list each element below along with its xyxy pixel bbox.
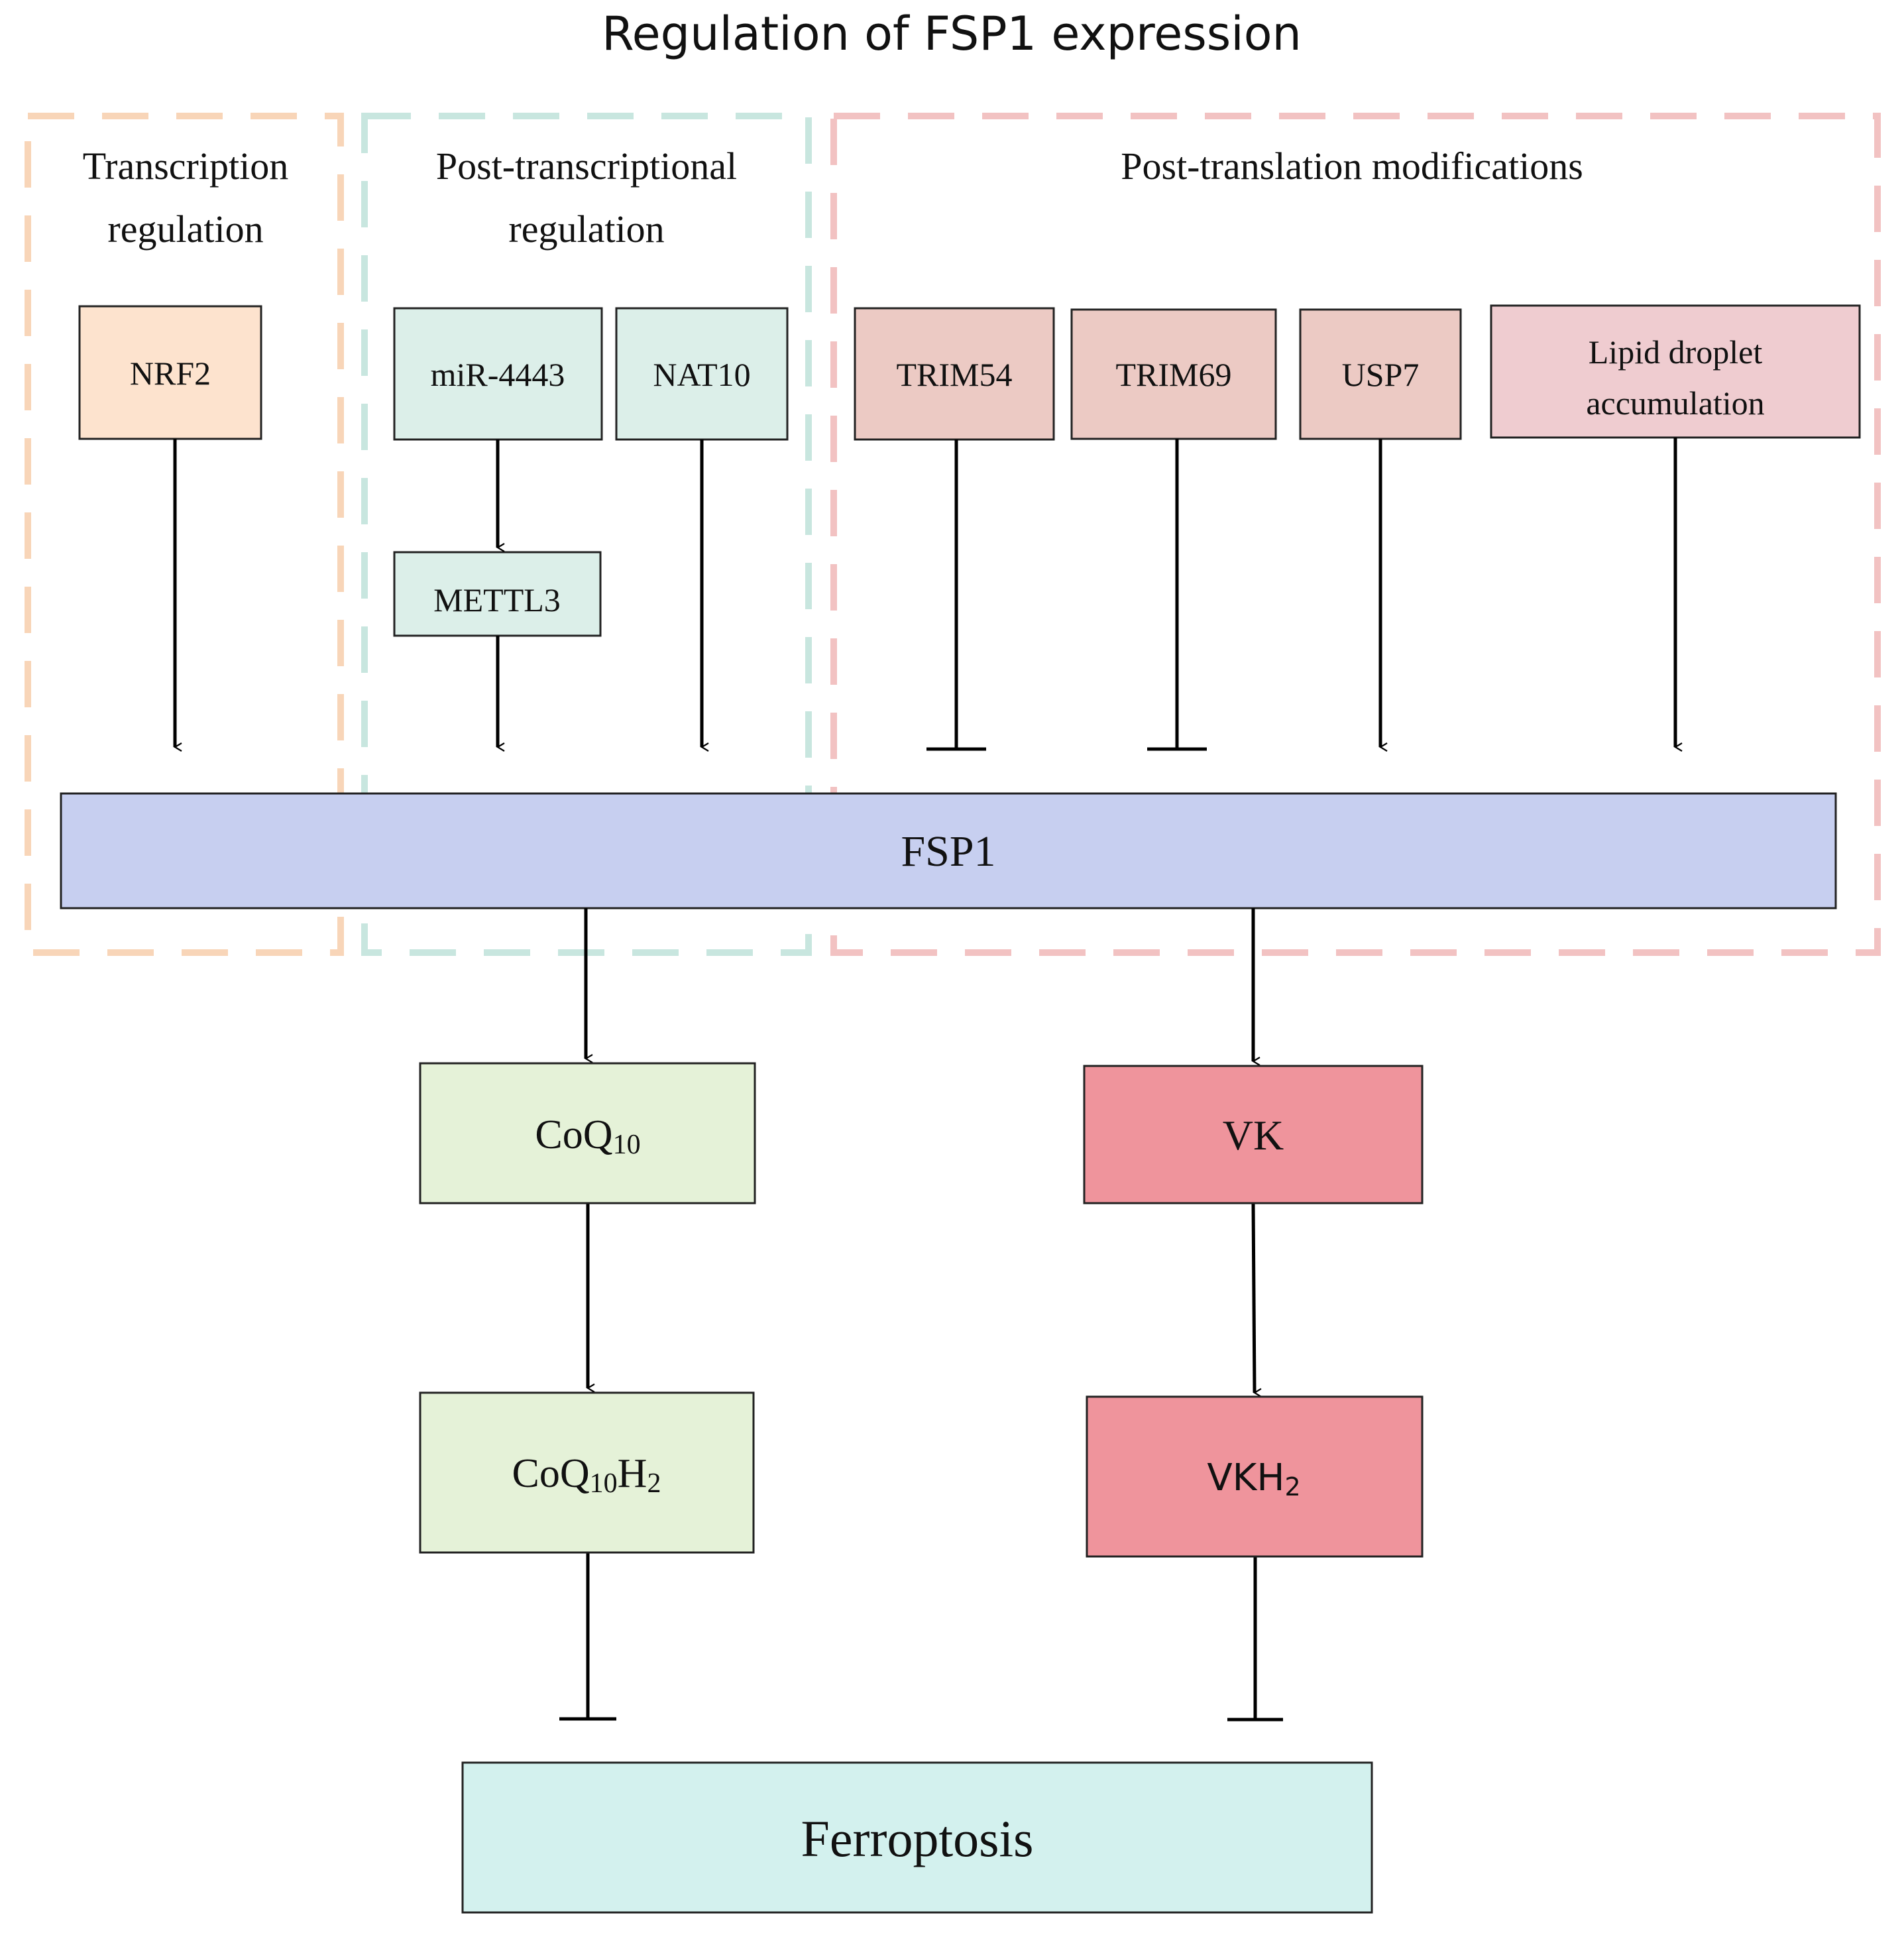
node-vk: VK [1083, 1065, 1424, 1204]
node-coq10-label: CoQ10 [535, 1112, 640, 1160]
connectors-downstream [559, 908, 1283, 1722]
node-ferroptosis-label: Ferroptosis [801, 1810, 1034, 1867]
node-coq10h2-label: CoQ10H2 [512, 1451, 661, 1499]
node-lipid-label-1: Lipid droplet [1589, 333, 1763, 371]
node-ferroptosis: Ferroptosis [461, 1761, 1373, 1914]
group-post-translation-border [830, 113, 1881, 956]
node-mir-4443: miR-4443 [393, 307, 603, 441]
group-post-translation-label: Post-translation modifications [1121, 145, 1583, 188]
node-usp7: USP7 [1299, 308, 1462, 440]
node-nrf2: NRF2 [78, 305, 262, 440]
group-transcription-border [25, 113, 344, 956]
node-nrf2-label: NRF2 [130, 355, 211, 392]
node-mettl3-label: METTL3 [433, 581, 561, 618]
node-trim54-label: TRIM54 [897, 356, 1013, 393]
node-nat10-label: NAT10 [653, 356, 750, 393]
node-coq10h2: CoQ10H2 [419, 1391, 755, 1554]
node-mir-4443-label: miR-4443 [431, 356, 565, 393]
node-mettl3: METTL3 [393, 551, 602, 637]
group-post-transcriptional: Post-transcriptional regulation [361, 113, 812, 956]
node-nat10: NAT10 [615, 307, 789, 441]
node-fsp1: FSP1 [60, 792, 1837, 909]
node-trim54: TRIM54 [854, 307, 1055, 441]
node-fsp1-label: FSP1 [901, 827, 995, 876]
node-trim69: TRIM69 [1070, 308, 1277, 440]
node-vk-label: VK [1223, 1112, 1284, 1159]
node-trim69-label: TRIM69 [1116, 356, 1232, 393]
node-vkh2: VKH2 [1086, 1395, 1424, 1558]
diagram-title: Regulation of FSP1 expression [602, 7, 1302, 61]
node-vkh2-label: VKH2 [1207, 1456, 1300, 1501]
group-transcription: Transcription regulation [25, 113, 344, 956]
connectors-upstream [173, 438, 1683, 752]
group-post-transcriptional-label-2: regulation [508, 207, 664, 251]
node-lipid-droplet: Lipid droplet accumulation [1490, 304, 1861, 439]
group-post-transcriptional-label: Post-transcriptional [436, 145, 737, 188]
group-post-translation: Post-translation modifications [830, 113, 1881, 956]
node-usp7-label: USP7 [1342, 356, 1420, 393]
node-coq10: CoQ10 [419, 1062, 756, 1204]
group-transcription-label-2: regulation [107, 207, 263, 251]
group-transcription-label: Transcription [83, 145, 288, 188]
node-lipid-label-2: accumulation [1586, 384, 1764, 422]
arrow-vk-vkh2 [1251, 1202, 1262, 1397]
